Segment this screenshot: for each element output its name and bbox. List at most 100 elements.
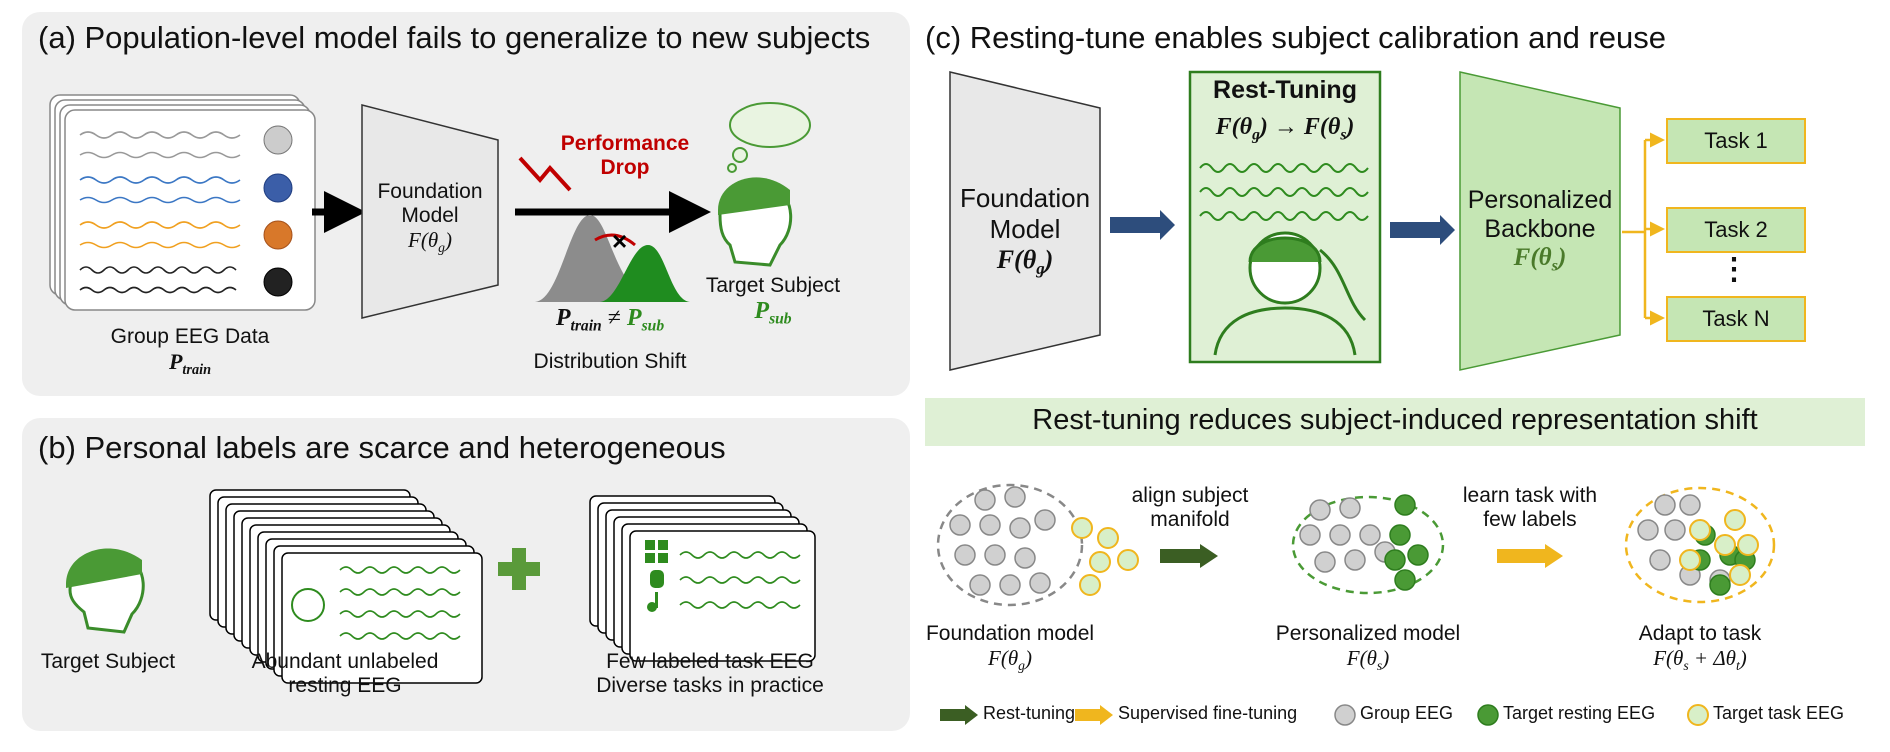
legend-resting-dot — [1477, 704, 1499, 726]
group-eeg-dot — [1014, 547, 1036, 569]
target-resting-dot — [1389, 524, 1411, 546]
target-head-icon-b — [66, 548, 145, 634]
rest-tuning-title: Rest-Tuning — [1213, 76, 1357, 104]
representation-shift-banner-text: Rest-tuning reduces subject-induced repr… — [1032, 404, 1758, 436]
train-distribution — [535, 215, 660, 302]
group-eeg-dot — [1029, 572, 1051, 594]
task-ellipsis: ⋮ — [1719, 253, 1749, 286]
target-task-dot — [1071, 517, 1093, 539]
group-eeg-dot — [954, 544, 976, 566]
target-task-dot — [1724, 509, 1746, 531]
group-eeg-dot — [984, 544, 1006, 566]
target-resting-dot — [1407, 544, 1429, 566]
resting-eeg-card-stack — [209, 489, 483, 684]
target-task-dot — [1117, 549, 1139, 571]
group-eeg-dot — [949, 514, 971, 536]
group-eeg-dot — [1339, 497, 1361, 519]
panel-c-title: (c) Resting-tune enables subject calibra… — [925, 20, 1666, 55]
rest-tuning-eeg-traces — [1199, 163, 1369, 221]
rest-tuning-math: F(θg) → F(θs) — [1215, 114, 1355, 144]
group-eeg-dot — [1359, 524, 1381, 546]
group-eeg-dot — [979, 514, 1001, 536]
group-eeg-dot — [969, 574, 991, 596]
subject-head-icons — [263, 125, 293, 297]
legend-task-dot — [1687, 704, 1709, 726]
target-resting-dot — [1394, 494, 1416, 516]
task-eeg-traces — [679, 551, 801, 609]
group-eeg-dot — [1654, 494, 1676, 516]
cluster-label-foundation: Foundation model F(θg) — [925, 622, 1095, 673]
task-2-box: Task 2 — [1666, 207, 1806, 253]
legend-group-eeg: Group EEG — [1360, 703, 1454, 723]
group-eeg-dot — [1009, 517, 1031, 539]
distribution-shift-math: Ptrain ≠ Psub — [555, 305, 665, 335]
target-resting-dot — [1709, 574, 1731, 596]
resting-subject-icon — [291, 588, 325, 622]
target-subject-label-a: Target Subject Psub — [705, 274, 841, 328]
target-resting-dot — [1384, 549, 1406, 571]
sub-distribution — [600, 245, 690, 302]
personalized-backbone-label: Personalized Backbone F(θs) — [1467, 186, 1613, 275]
foundation-model-shape-c — [949, 71, 1101, 371]
target-task-dot — [1714, 534, 1736, 556]
panel-b-title: (b) Personal labels are scarce and heter… — [38, 430, 726, 465]
group-eeg-dot — [999, 574, 1021, 596]
group-eeg-dot — [1314, 551, 1336, 573]
target-task-dot — [1729, 564, 1751, 586]
group-eeg-dot — [1034, 509, 1056, 531]
group-eeg-label: Group EEG Data Ptrain — [110, 325, 270, 378]
cluster-label-personalized: Personalized model F(θs) — [1275, 622, 1461, 673]
task-type-icons — [645, 540, 668, 612]
legend-rest-tuning: Rest-tuning — [983, 703, 1076, 723]
target-task-dot — [1097, 527, 1119, 549]
cluster-dots — [949, 486, 1759, 596]
group-eeg-dot — [1649, 549, 1671, 571]
representation-shift-banner — [925, 398, 1865, 446]
foundation-cluster-ellipse — [936, 483, 1084, 607]
foundation-label-c: Foundation Model F(θg) — [959, 183, 1091, 278]
foundation-model-shape — [361, 104, 499, 319]
task-1-box: Task 1 — [1666, 118, 1806, 164]
legend-finetune: Supervised fine-tuning — [1118, 703, 1298, 723]
performance-drop-icon — [518, 156, 572, 192]
eeg-card-stack — [49, 94, 316, 311]
align-label: align subject manifold — [1131, 484, 1249, 531]
target-subject-label-b: Target Subject — [40, 650, 176, 673]
task-eeg-label: Few labeled task EEG Diverse tasks in pr… — [596, 650, 824, 697]
learn-label: learn task with few labels — [1462, 484, 1598, 531]
personalized-backbone-shape — [1459, 71, 1621, 371]
eeg-traces-group — [79, 131, 241, 294]
plus-icon — [498, 548, 540, 590]
target-task-dot — [1079, 574, 1101, 596]
group-eeg-dot — [1679, 494, 1701, 516]
task-n-box: Task N — [1666, 296, 1806, 342]
group-eeg-dot — [974, 489, 996, 511]
task-branch-lines — [1622, 132, 1665, 326]
legend-task-eeg: Target task EEG — [1713, 703, 1845, 723]
distribution-shift-label: Distribution Shift — [533, 350, 687, 373]
group-eeg-dot — [1004, 486, 1026, 508]
foundation-label-a: Foundation Model F(θg) — [377, 180, 483, 255]
personalized-cluster-ellipse — [1291, 495, 1445, 595]
target-head-icon-a — [718, 102, 811, 267]
performance-drop-label: Performance Drop — [560, 132, 690, 179]
resting-person-icon — [1213, 231, 1367, 356]
group-eeg-dot — [1329, 524, 1351, 546]
group-eeg-dot — [1344, 549, 1366, 571]
legend-resting-eeg: Target resting EEG — [1503, 703, 1656, 723]
shift-arrow — [594, 233, 636, 247]
cluster-label-adapt: Adapt to task F(θs + Δθt) — [1638, 622, 1762, 673]
target-task-dot — [1737, 534, 1759, 556]
target-task-dot — [1679, 549, 1701, 571]
target-task-dot — [1689, 519, 1711, 541]
legend-group-dot — [1334, 704, 1356, 726]
group-eeg-dot — [1299, 524, 1321, 546]
resting-eeg-label: Abundant unlabeled resting EEG — [251, 650, 439, 697]
task-eeg-card-stack — [589, 495, 816, 662]
panel-a-title: (a) Population-level model fails to gene… — [38, 20, 871, 55]
group-eeg-dot — [1664, 519, 1686, 541]
target-resting-dot — [1394, 569, 1416, 591]
target-task-dot — [1089, 551, 1111, 573]
group-eeg-dot — [1309, 499, 1331, 521]
